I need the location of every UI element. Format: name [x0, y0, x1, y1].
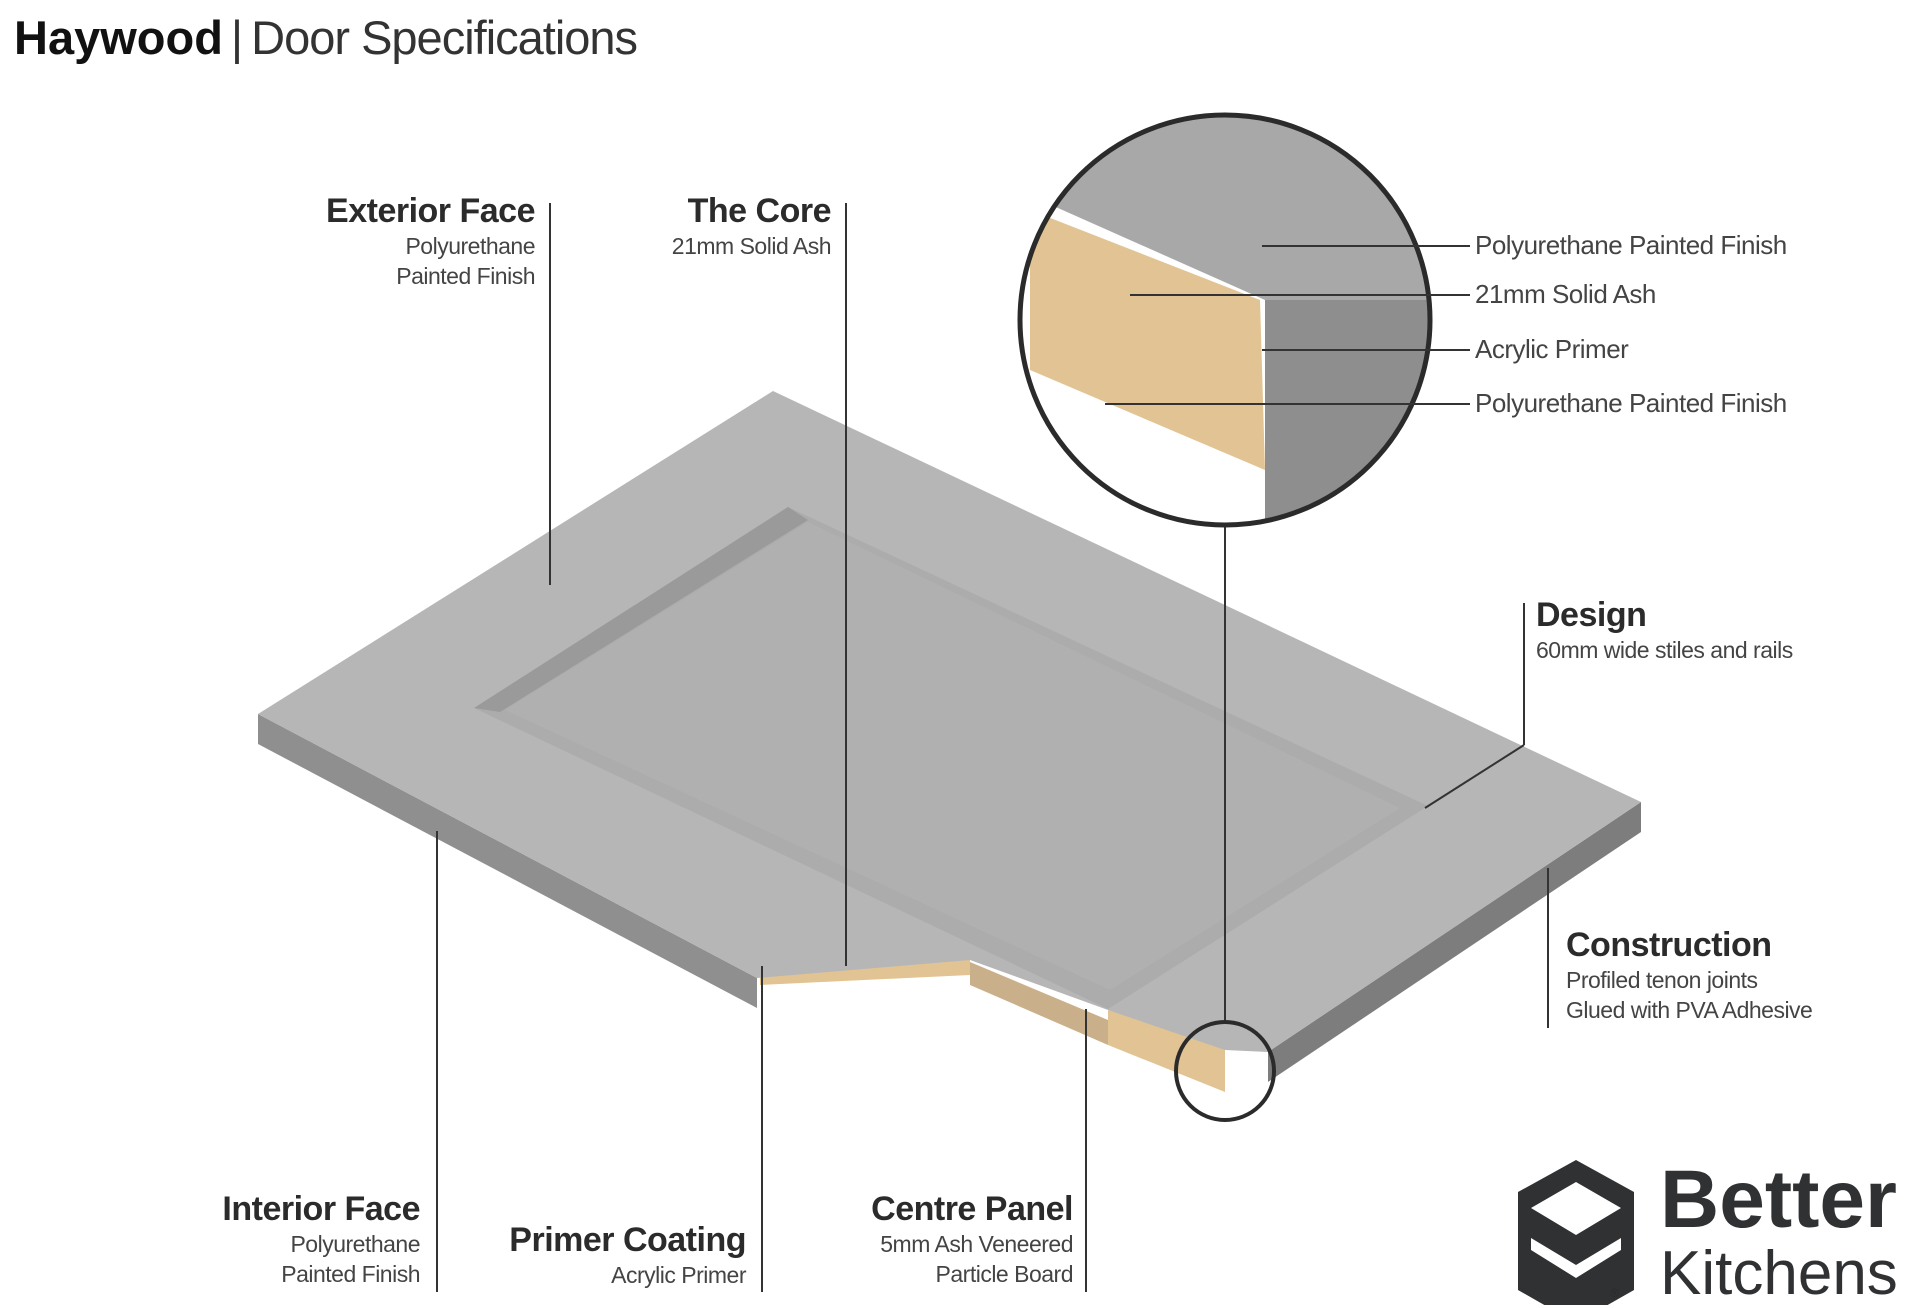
- callout-primer: Primer Coating Acrylic Primer: [509, 1221, 746, 1290]
- callout-text: 5mm Ash Veneered: [880, 1231, 1073, 1257]
- callout-text: 21mm Solid Ash: [671, 233, 832, 259]
- stile-wood-cut: [1108, 1010, 1225, 1092]
- better-kitchens-logo: Better Kitchens: [1660, 1154, 1898, 1308]
- callout-heading: Centre Panel: [871, 1190, 1073, 1228]
- door-left-edge: [258, 714, 757, 1008]
- callout-lines: [436, 203, 1549, 1292]
- callout-core: The Core 21mm Solid Ash: [671, 192, 832, 261]
- callout-construction: Construction Profiled tenon joints Glued…: [1566, 926, 1813, 1025]
- callout-heading: Interior Face: [222, 1190, 420, 1228]
- callout-heading: Construction: [1566, 926, 1772, 964]
- centre-panel-cut: [970, 962, 1108, 1045]
- detail-label-primer: Acrylic Primer: [1475, 334, 1629, 364]
- callout-text: Acrylic Primer: [611, 1262, 746, 1288]
- callout-exterior-face: Exterior Face Polyurethane Painted Finis…: [326, 192, 535, 291]
- detail-label-solid-ash: 21mm Solid Ash: [1475, 279, 1656, 309]
- callout-text: 60mm wide stiles and rails: [1536, 637, 1793, 663]
- callout-centre-panel: Centre Panel 5mm Ash Veneered Particle B…: [871, 1190, 1073, 1289]
- callout-heading: Primer Coating: [509, 1221, 746, 1259]
- detail-leader-lines: [1105, 245, 1470, 405]
- callout-text: Polyurethane: [405, 233, 535, 259]
- title-separator: |: [230, 11, 244, 64]
- callout-heading: Design: [1536, 596, 1647, 634]
- callout-heading: Exterior Face: [326, 192, 535, 230]
- detail-label-finish-top: Polyurethane Painted Finish: [1475, 230, 1787, 260]
- callout-design: Design 60mm wide stiles and rails: [1536, 596, 1793, 665]
- registered-mark: ®: [1610, 1286, 1619, 1300]
- callout-text: Painted Finish: [396, 263, 535, 289]
- better-kitchens-logo-icon: [1518, 1160, 1634, 1305]
- detail-zoom: [1020, 115, 1430, 525]
- brand-name: Haywood: [14, 11, 223, 64]
- panel-inner: [505, 522, 1400, 990]
- callout-text: Painted Finish: [281, 1261, 420, 1287]
- logo-line-2: Kitchens: [1660, 1239, 1898, 1308]
- callout-text: Profiled tenon joints: [1566, 967, 1758, 993]
- detail-source-circle: [1174, 1020, 1276, 1122]
- callout-text: Particle Board: [935, 1261, 1074, 1287]
- page-title: Haywood|Door Specifications: [14, 10, 638, 65]
- panel-bevel: [474, 507, 808, 712]
- title-subtitle: Door Specifications: [251, 11, 638, 64]
- callout-text: Glued with PVA Adhesive: [1566, 997, 1813, 1023]
- logo-line-1: Better: [1660, 1154, 1897, 1245]
- detail-label-finish-bottom: Polyurethane Painted Finish: [1475, 388, 1787, 418]
- callout-heading: The Core: [687, 192, 832, 230]
- callout-text: Polyurethane: [290, 1231, 420, 1257]
- callout-interior-face: Interior Face Polyurethane Painted Finis…: [222, 1190, 420, 1289]
- detail-circle: [1017, 112, 1433, 528]
